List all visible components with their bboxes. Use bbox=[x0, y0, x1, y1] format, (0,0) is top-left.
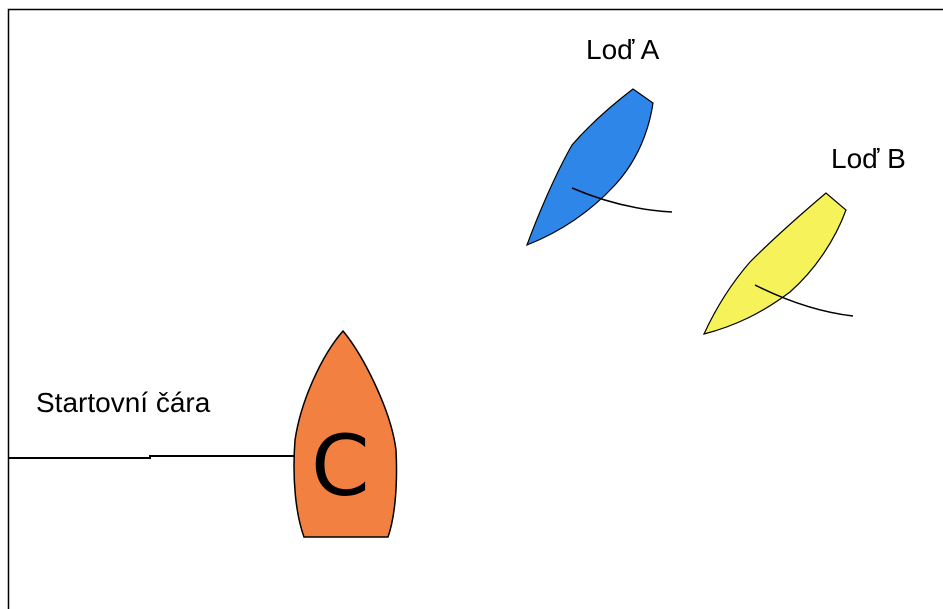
boat-a-hull bbox=[525, 88, 654, 247]
boat-c-hull bbox=[293, 329, 398, 538]
boat-a-label: Loď A bbox=[586, 34, 660, 65]
frame-border bbox=[7, 8, 943, 609]
boat-a bbox=[525, 88, 673, 247]
boat-b-label: Loď B bbox=[831, 143, 906, 174]
boat-b-boom bbox=[754, 284, 854, 317]
start-line-label: Startovní čára bbox=[36, 387, 211, 418]
boat-a-boom bbox=[571, 187, 673, 213]
start-line bbox=[8, 455, 296, 459]
boat-b-hull bbox=[702, 192, 847, 335]
boat-b bbox=[702, 192, 854, 335]
boat-c: C bbox=[293, 329, 398, 538]
boat-c-letter: C bbox=[311, 417, 370, 515]
